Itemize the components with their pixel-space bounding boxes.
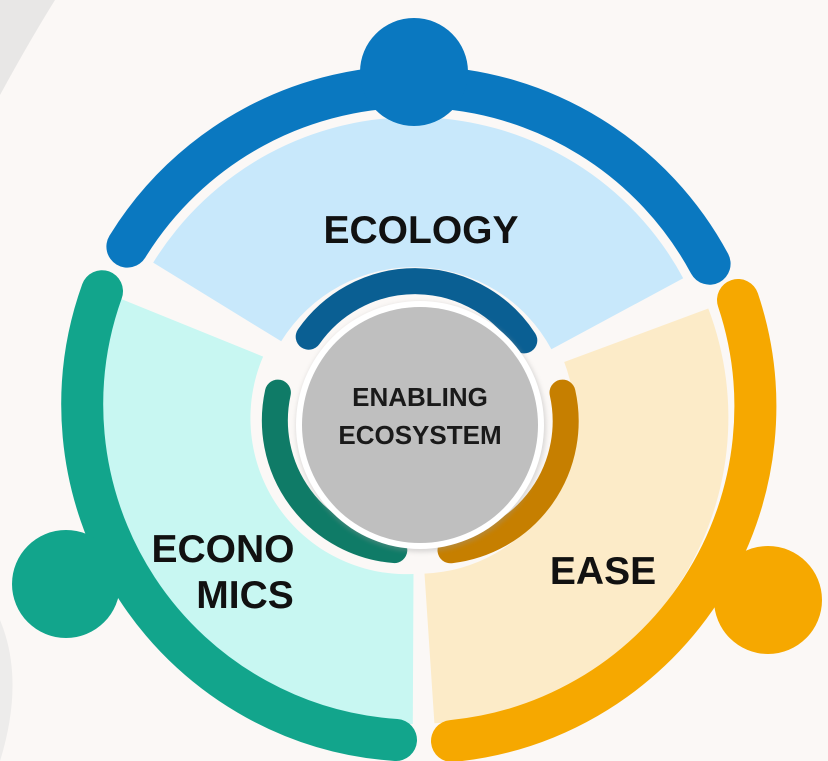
ease-fill — [424, 308, 729, 724]
ecosystem-hub: ENABLING ECOSYSTEM — [296, 301, 546, 552]
economics-label-line1: ECONO — [151, 528, 294, 571]
ecology-person-head — [360, 18, 468, 126]
economics-segment: ECONO MICS — [12, 270, 417, 761]
ecology-fill — [153, 117, 684, 350]
ease-inner-arc — [437, 379, 579, 564]
hub-label-line2: ECOSYSTEM — [338, 420, 501, 450]
economics-person-head — [12, 530, 120, 638]
ecology-inner-arc — [295, 268, 538, 354]
ease-person-head — [714, 546, 822, 654]
economics-inner-arc — [261, 379, 408, 564]
ease-outer-arc — [431, 279, 777, 761]
corner-decoration-bottom-left — [0, 620, 13, 761]
ease-segment: EASE — [424, 279, 822, 761]
hub-label-line1: ENABLING — [352, 382, 488, 412]
economics-outer-arc — [61, 270, 417, 761]
ease-label: EASE — [550, 550, 656, 593]
hub-circle — [302, 307, 538, 543]
corner-decoration-top-left — [0, 0, 55, 95]
economics-label-line2: MICS — [196, 574, 294, 617]
ecology-label: ECOLOGY — [323, 209, 518, 252]
ecology-segment: ECOLOGY — [106, 18, 731, 354]
